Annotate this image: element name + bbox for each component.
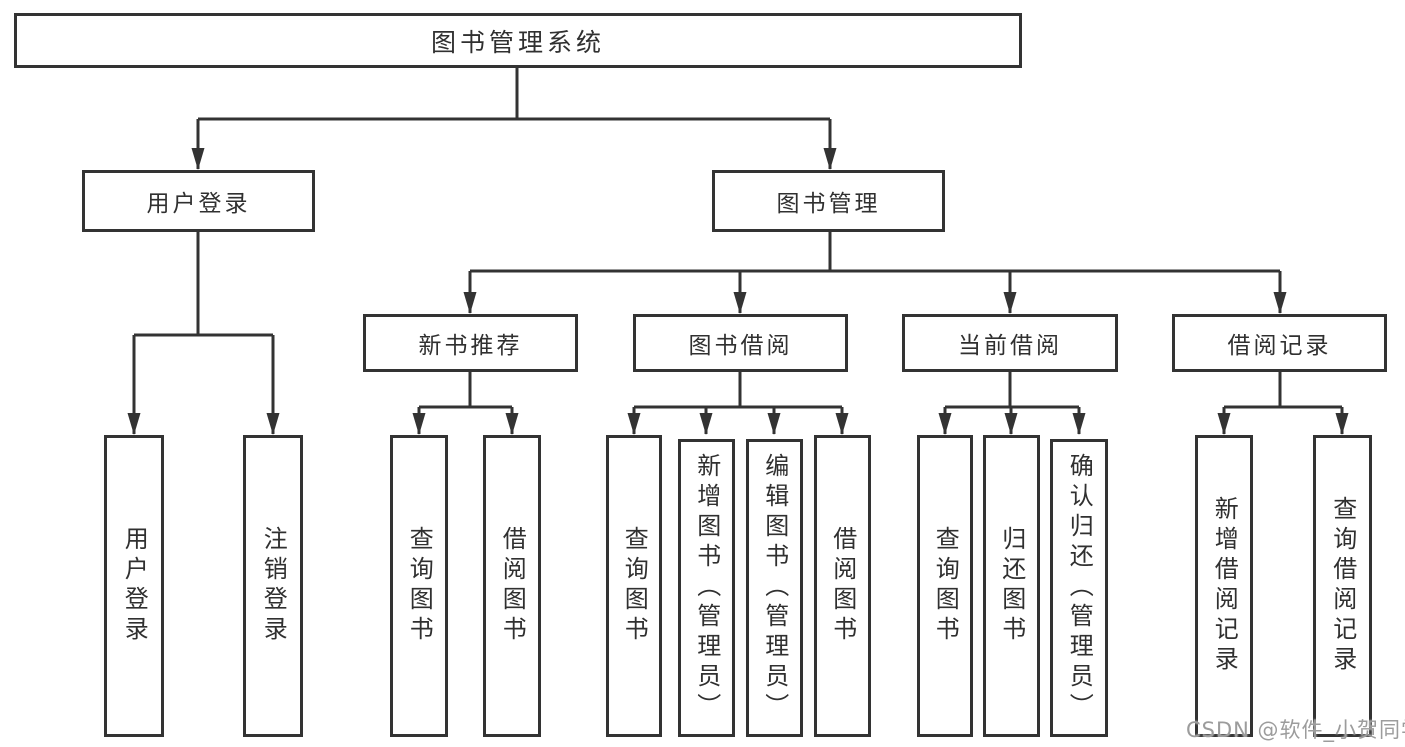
node-label: 图书管理系统 (430, 27, 605, 57)
node-label: 归还图书 (997, 526, 1026, 646)
node-label: 注销登录 (259, 526, 288, 646)
leaf-borrow-books-recommend: 借阅图书 (483, 435, 541, 737)
node-label: 借阅记录 (1227, 333, 1332, 359)
node-user-login: 用户登录 (82, 170, 315, 232)
node-label: 编辑图书（管理员） (760, 453, 789, 723)
node-book-management: 图书管理 (712, 170, 945, 232)
node-label: 图书借阅 (688, 333, 793, 359)
leaf-query-books-current: 查询图书 (917, 435, 973, 737)
leaf-query-books-recommend: 查询图书 (390, 435, 448, 737)
leaf-borrow-books: 借阅图书 (814, 435, 871, 737)
node-label: 查询图书 (620, 526, 649, 646)
node-current-borrow: 当前借阅 (902, 314, 1118, 372)
node-label: 新书推荐 (418, 333, 523, 359)
leaf-logout: 注销登录 (243, 435, 303, 737)
node-book-borrow: 图书借阅 (633, 314, 848, 372)
node-label: 用户登录 (146, 191, 251, 217)
node-label: 图书管理 (776, 191, 881, 217)
node-label: 新增借阅记录 (1210, 496, 1239, 676)
node-label: 当前借阅 (958, 333, 1062, 359)
node-label: 确认归还（管理员） (1065, 453, 1094, 723)
leaf-query-borrow-record: 查询借阅记录 (1313, 435, 1372, 737)
node-library-system: 图书管理系统 (14, 13, 1022, 68)
node-label: 借阅图书 (498, 526, 527, 646)
node-label: 查询图书 (931, 526, 960, 646)
leaf-confirm-return-admin: 确认归还（管理员） (1050, 439, 1108, 737)
node-label: 新增图书（管理员） (692, 453, 721, 723)
csdn-watermark: CSDN @软件_小贺同学 (1186, 718, 1405, 742)
node-label: 用户登录 (120, 526, 149, 646)
node-label: 查询借阅记录 (1328, 496, 1357, 676)
leaf-user-login: 用户登录 (104, 435, 164, 737)
node-new-book-recommend: 新书推荐 (363, 314, 578, 372)
edge-trunks (134, 68, 1342, 409)
edge-arrows (127, 119, 1349, 435)
node-label: 借阅图书 (828, 526, 857, 646)
node-borrow-records: 借阅记录 (1172, 314, 1387, 372)
leaf-edit-book-admin: 编辑图书（管理员） (746, 439, 803, 737)
node-label: 查询图书 (405, 526, 434, 646)
leaf-add-borrow-record: 新增借阅记录 (1195, 435, 1253, 737)
leaf-add-book-admin: 新增图书（管理员） (678, 439, 735, 737)
leaf-return-book: 归还图书 (983, 435, 1040, 737)
leaf-query-books-borrow: 查询图书 (606, 435, 662, 737)
